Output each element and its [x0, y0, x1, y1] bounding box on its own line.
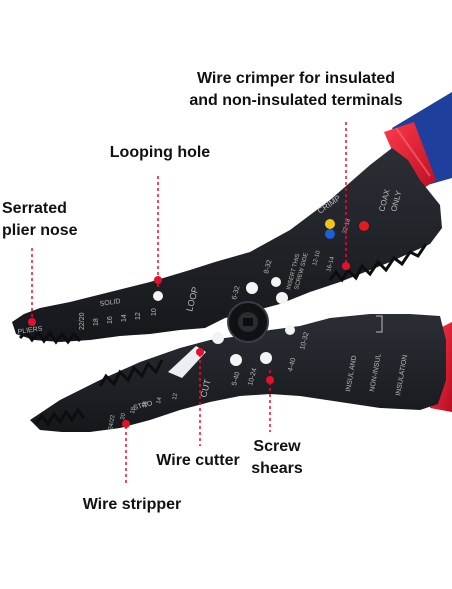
screw-size-1: 6-32 — [231, 285, 241, 300]
top-gauge-6: 10 — [151, 308, 158, 316]
looping-hole-marker — [153, 291, 163, 301]
crimper-callout-line-1: Wire crimper for insulated — [196, 70, 396, 87]
pliers-label: PLIERS — [17, 326, 43, 336]
lower-serrations — [34, 407, 86, 427]
screw-callout-line-2: shears — [251, 460, 303, 477]
screw-size-2: 8-32 — [263, 259, 273, 274]
looping-callout: Looping hole — [104, 142, 216, 164]
callout-leaders — [31, 122, 347, 484]
upper-jaw — [12, 148, 442, 342]
bottom-gauge-6: 12 — [172, 392, 179, 400]
top-gauge-4: 14 — [121, 314, 128, 322]
crimp-gauge-3: 12-10 — [312, 250, 322, 267]
cutter-callout-text: Wire cutter — [156, 452, 240, 469]
nose-callout-line-2: plier nose — [2, 222, 78, 239]
upper-serrations — [18, 329, 82, 345]
top-gauge-2: 18 — [93, 318, 100, 326]
crimp-notches — [328, 243, 428, 283]
nose-callout: Serrated plier nose — [2, 198, 78, 242]
crimp-gauge-1: 22-18 — [342, 218, 352, 235]
screw-size-5: 4-40 — [287, 357, 297, 372]
callout-dots — [28, 262, 350, 428]
insul-bracket — [376, 315, 383, 333]
screw-holes — [212, 277, 295, 366]
solid-label: SOLID — [99, 298, 121, 308]
bottom-gauge-5: 14 — [156, 396, 163, 404]
stripper-callout-text: Wire stripper — [82, 496, 182, 513]
cut-label: CUT — [198, 378, 213, 399]
crimp-dots — [325, 219, 369, 239]
stripper-notches — [98, 359, 164, 387]
crimper-callout-line-2: and non-insulated terminals — [189, 92, 403, 109]
screw-size-4: 10-24 — [247, 367, 258, 386]
pivot-screw — [227, 301, 269, 343]
nose-callout-line-1: Serrated — [2, 200, 67, 217]
screw-size-6: 10-32 — [299, 331, 310, 350]
screw-callout: Screw shears — [246, 436, 308, 480]
screw-size-3: 5-40 — [231, 371, 241, 386]
top-gauge-3: 16 — [107, 316, 114, 324]
bottom-gauge-2: 20 — [120, 412, 127, 420]
bottom-gauge-3: 18 — [130, 406, 137, 414]
crimp-gauge-2: 16-14 — [326, 256, 336, 273]
cutter-callout: Wire cutter — [150, 450, 246, 472]
upper-handle — [384, 92, 452, 196]
cutter-edge — [168, 346, 206, 378]
screw-callout-line-1: Screw — [253, 438, 301, 455]
bottom-gauge-4: 16 — [142, 400, 149, 408]
top-gauge-5: 12 — [135, 312, 142, 320]
crimper-callout: Wire crimper for insulated and non-insul… — [178, 68, 414, 112]
looping-callout-text: Looping hole — [109, 144, 211, 161]
top-gauge-1: 22/20 — [79, 312, 86, 330]
lower-jaw — [30, 314, 446, 432]
stro-label: STRO — [133, 400, 154, 412]
bottom-gauge-1: 24/22 — [108, 414, 117, 430]
stripper-callout: Wire stripper — [76, 494, 188, 516]
